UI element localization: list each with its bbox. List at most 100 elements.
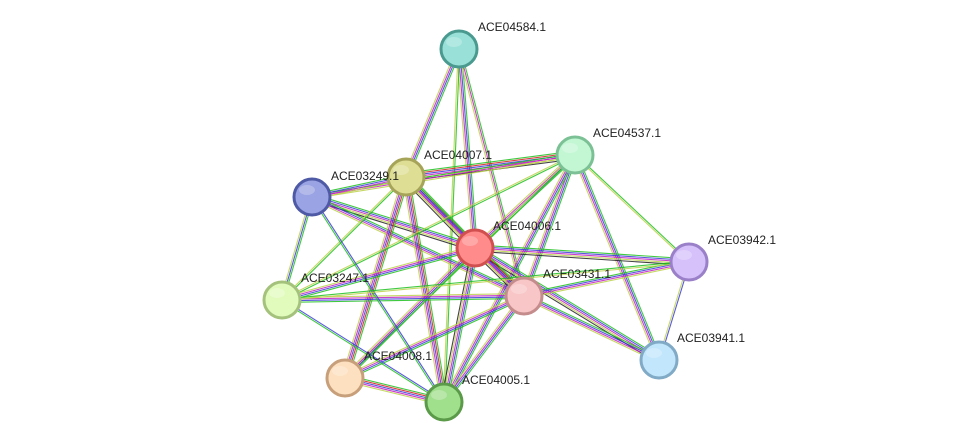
edge-evidence-line xyxy=(575,154,690,262)
node-ACE04008.1[interactable]: ACE04008.1 xyxy=(325,349,432,398)
edge-ACE04007.1-ACE03247.1 xyxy=(281,176,407,301)
node-circle[interactable] xyxy=(555,135,595,175)
node-highlight xyxy=(511,284,527,294)
edge-ACE04584.1-ACE04006.1 xyxy=(456,48,478,249)
edge-ACE04007.1-ACE04005.1 xyxy=(402,176,448,403)
node-highlight xyxy=(676,250,692,260)
edge-ACE03431.1-ACE04008.1 xyxy=(343,293,526,381)
edge-evidence-line xyxy=(345,248,476,379)
edge-evidence-line xyxy=(405,176,445,403)
edge-evidence-line xyxy=(472,152,574,247)
edge-evidence-line xyxy=(407,176,447,402)
node-circle[interactable] xyxy=(439,29,479,69)
edge-evidence-line xyxy=(475,246,661,360)
node-ACE04006.1[interactable]: ACE04006.1 xyxy=(455,219,561,268)
edge-evidence-line xyxy=(312,156,576,200)
node-ACE04537.1[interactable]: ACE04537.1 xyxy=(555,126,661,175)
edge-evidence-line xyxy=(347,177,410,380)
edge-evidence-line xyxy=(281,176,406,300)
edge-evidence-line xyxy=(474,247,690,263)
edge-evidence-line xyxy=(310,197,444,403)
edge-evidence-line xyxy=(312,195,525,296)
edge-evidence-line xyxy=(281,245,475,299)
node-circle[interactable] xyxy=(455,228,495,268)
edge-evidence-line xyxy=(406,49,461,178)
node-label: ACE04007.1 xyxy=(424,148,492,162)
edge-evidence-line xyxy=(445,297,527,404)
node-ACE04007.1[interactable]: ACE04007.1 xyxy=(386,148,492,197)
edge-evidence-line xyxy=(282,249,476,303)
edge-evidence-line xyxy=(523,296,659,362)
edge-ACE03249.1-ACE04005.1 xyxy=(310,196,446,403)
node-ACE03249.1[interactable]: ACE03249.1 xyxy=(292,169,399,217)
edge-evidence-line xyxy=(458,48,525,297)
edge-ACE03431.1-ACE03247.1 xyxy=(281,293,525,303)
node-circle[interactable] xyxy=(424,382,464,422)
edge-evidence-line xyxy=(459,48,477,248)
edge-evidence-line xyxy=(344,294,524,378)
node-circle[interactable] xyxy=(504,276,544,316)
edge-evidence-line xyxy=(282,296,525,302)
node-circle[interactable] xyxy=(386,157,426,197)
edge-evidence-line xyxy=(405,150,575,174)
node-ACE04005.1[interactable]: ACE04005.1 xyxy=(424,373,530,422)
edge-evidence-line xyxy=(522,297,659,363)
edge-ACE04006.1-ACE03247.1 xyxy=(281,245,476,303)
edge-evidence-line xyxy=(282,177,407,301)
edge-ACE03431.1-ACE03941.1 xyxy=(522,293,661,363)
edge-ACE03247.1-ACE03942.1 xyxy=(281,260,690,302)
node-ACE03431.1[interactable]: ACE03431.1 xyxy=(504,267,611,316)
edge-evidence-line xyxy=(312,196,446,402)
edge-layer xyxy=(279,47,691,406)
node-highlight xyxy=(562,143,578,153)
node-highlight xyxy=(646,348,662,358)
edge-evidence-line xyxy=(282,155,576,302)
node-label: ACE03247.1 xyxy=(301,271,369,285)
node-label: ACE03941.1 xyxy=(677,331,745,345)
node-ACE03941.1[interactable]: ACE03941.1 xyxy=(639,331,745,380)
node-label: ACE04005.1 xyxy=(462,373,530,387)
edge-evidence-line xyxy=(441,294,523,401)
node-circle[interactable] xyxy=(669,242,709,282)
edge-evidence-line xyxy=(282,298,445,402)
edge-evidence-line xyxy=(457,49,475,249)
edge-evidence-line xyxy=(476,244,661,358)
edge-evidence-line xyxy=(444,296,526,403)
edge-evidence-line xyxy=(403,47,458,177)
node-ACE04584.1[interactable]: ACE04584.1 xyxy=(439,20,546,69)
edge-evidence-line xyxy=(281,260,689,300)
edge-evidence-line xyxy=(345,297,526,381)
edge-evidence-line xyxy=(474,250,689,266)
node-circle[interactable] xyxy=(292,177,332,217)
node-circle[interactable] xyxy=(639,340,679,380)
node-ACE03247.1[interactable]: ACE03247.1 xyxy=(262,271,369,320)
edge-evidence-line xyxy=(282,297,525,303)
edge-evidence-line xyxy=(573,155,659,361)
edge-evidence-line xyxy=(524,262,690,298)
node-label: ACE03431.1 xyxy=(543,267,611,281)
edge-evidence-line xyxy=(442,295,524,402)
edge-evidence-line xyxy=(281,294,524,300)
edge-evidence-line xyxy=(460,48,478,248)
node-highlight xyxy=(269,288,285,298)
edge-ACE03247.1-ACE04005.1 xyxy=(281,298,445,404)
edge-evidence-line xyxy=(281,153,575,300)
node-highlight xyxy=(431,390,447,400)
edge-evidence-line xyxy=(523,260,689,296)
edge-ACE04537.1-ACE03942.1 xyxy=(574,154,690,263)
node-circle[interactable] xyxy=(325,358,365,398)
node-highlight xyxy=(332,366,348,376)
edge-evidence-line xyxy=(456,49,523,297)
edge-evidence-line xyxy=(346,249,478,381)
edge-evidence-line xyxy=(474,249,689,265)
edge-ACE04006.1-ACE04008.1 xyxy=(342,245,478,381)
node-ACE03942.1[interactable]: ACE03942.1 xyxy=(669,233,776,282)
node-circle[interactable] xyxy=(262,280,302,320)
edge-evidence-line xyxy=(524,293,661,359)
edge-ACE04537.1-ACE03247.1 xyxy=(281,153,576,302)
node-highlight xyxy=(393,165,409,175)
node-label: ACE03942.1 xyxy=(708,233,776,247)
node-highlight xyxy=(462,236,478,246)
edge-evidence-line xyxy=(475,244,690,260)
edge-evidence-line xyxy=(343,293,524,377)
